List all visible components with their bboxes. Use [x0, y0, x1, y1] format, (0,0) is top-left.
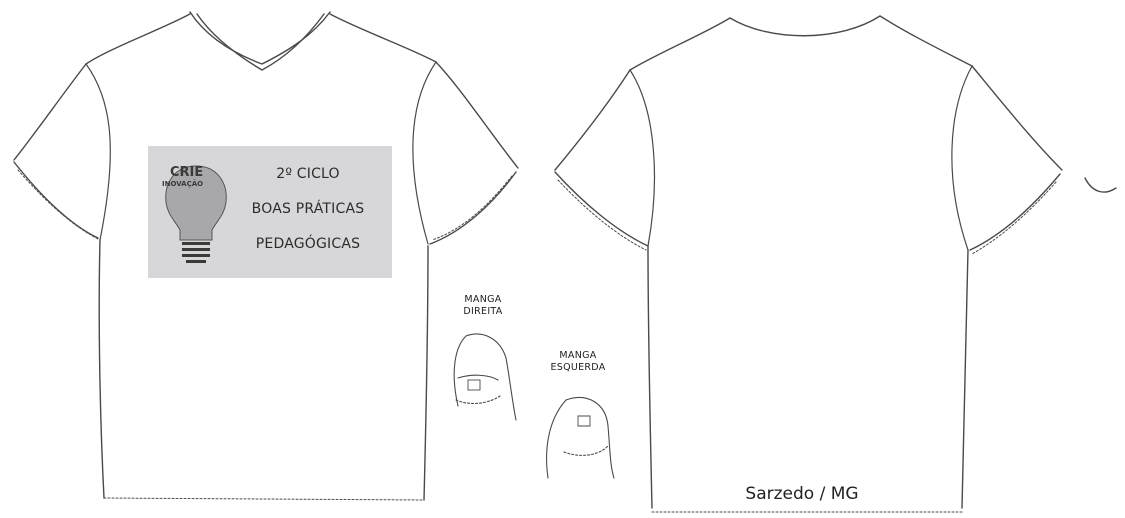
back-sleeve-stitches [557, 179, 1057, 513]
print-line-ciclo: 2º CICLO [276, 166, 340, 182]
right-sleeve-label: MANGA DIREITA [448, 294, 518, 318]
front-shirt-outline [13, 11, 519, 501]
logo-word-crie: CRIE [170, 165, 204, 180]
logo-word-inovacao: INOVAÇÃO [162, 180, 204, 188]
back-shirt-outline [554, 15, 1117, 509]
print-line-boas-praticas: BOAS PRÁTICAS [251, 201, 365, 217]
right-sleeve-label-line1: MANGA [464, 294, 502, 305]
left-sleeve-sketch [546, 396, 615, 479]
print-line-pedagogicas: PEDAGÓGICAS [255, 236, 361, 252]
back-caption: Sarzedo / MG [745, 484, 859, 504]
right-sleeve-label-line2: DIREITA [463, 306, 503, 317]
left-sleeve-label: MANGA ESQUERDA [538, 350, 618, 374]
left-sleeve-label-line2: ESQUERDA [550, 362, 606, 373]
right-sleeve-sketch [453, 333, 517, 421]
left-sleeve-label-line1: MANGA [559, 350, 597, 361]
front-print-box: CRIE INOVAÇÃO 2º CICLO BOAS PRÁTICAS PED… [148, 146, 392, 278]
front-sleeve-stitches [17, 169, 513, 501]
lightbulb-icon [165, 165, 227, 263]
